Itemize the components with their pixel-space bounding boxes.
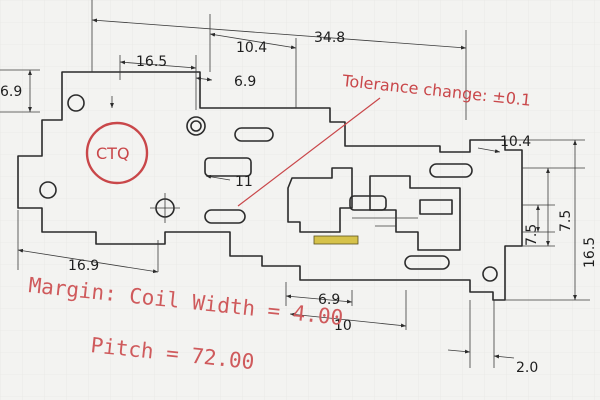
slot-2 [204,157,252,177]
dim-16-5-right: 16.5 [582,237,598,268]
dim-16-9: 16.9 [68,258,99,274]
ctq-label: CTQ [96,144,130,163]
dim-6-9-bottom: 6.9 [318,292,340,308]
inner-bracket [369,175,461,251]
dim-2-0: 2.0 [516,360,538,376]
part-outline [17,71,523,301]
slot-5 [404,255,450,270]
inner-tab [419,199,453,215]
hole-ring-inner [190,120,202,132]
dim-6-9-top: 6.9 [234,74,256,90]
hole-top-left [67,94,85,112]
dim-6-9-left: 6.9 [0,84,22,100]
ctq-circle [85,121,149,185]
inner-pin [349,195,387,211]
slot-3 [204,209,246,224]
hole-bottom-right [482,266,498,282]
hole-left [39,181,57,199]
inner-frame [287,167,353,233]
dim-7-5-b: 7.5 [558,210,574,232]
dim-10-4-top: 10.4 [236,40,267,56]
dim-10-bottom: 10 [334,318,352,334]
slot-4 [429,163,473,178]
dim-7-5-a: 7.5 [524,224,540,246]
dim-11: 11 [235,174,253,190]
dim-16-5-top: 16.5 [136,54,167,70]
hole-ring-outer [186,116,206,136]
dim-10-4-right: 10.4 [500,134,531,150]
slot-1 [234,127,274,142]
dim-34-8: 34.8 [314,30,345,46]
tolerance-leader [237,97,381,207]
highlight-slot [313,235,359,245]
